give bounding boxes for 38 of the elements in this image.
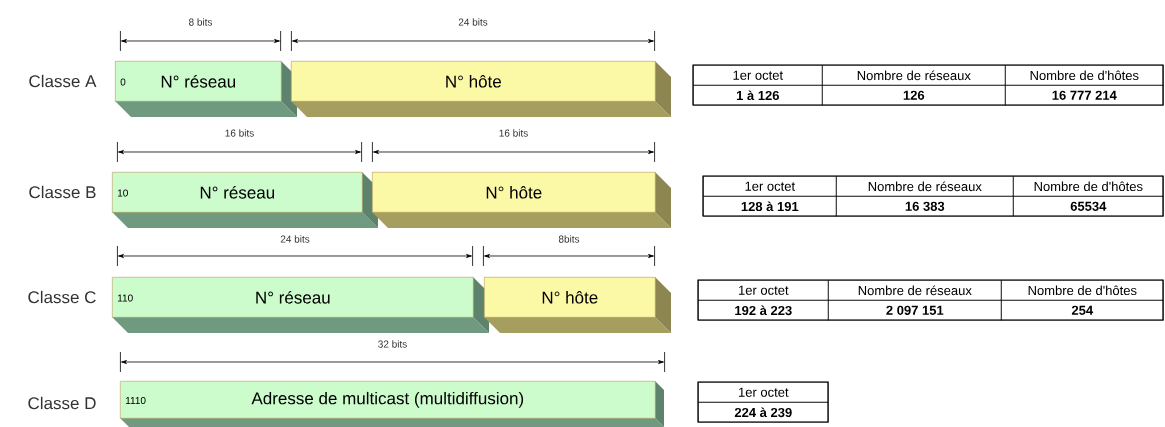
label: 1er octet (745, 181, 795, 191)
table-cell: Nombre de réseaux (836, 176, 1014, 197)
class-label: Classe A (29, 74, 97, 88)
table-cell: 16 777 214 (1005, 85, 1164, 106)
bit-field-bar: 110 N° réseau (112, 277, 489, 333)
table-cell: 16 383 (836, 196, 1014, 217)
class-label: Classe C (28, 290, 96, 304)
table-cell: 254 (1001, 300, 1164, 321)
table-cell: 224 à 239 (698, 402, 829, 423)
table-cell: Nombre de réseaux (822, 65, 1006, 86)
table-cell: Nombre de réseaux (828, 280, 1002, 301)
table-cell: Nombre de d'hôtes (1013, 176, 1164, 197)
table-cell: 128 à 191 (703, 196, 837, 217)
table-cell: Nombre de d'hôtes (1001, 280, 1164, 301)
label: 1er octet (739, 285, 789, 295)
table-cell: 65534 (1013, 196, 1164, 217)
dimension-label: 16 bits (499, 129, 528, 137)
dimension-label: 32 bits (378, 340, 407, 348)
bit-field-bar: N° hôte (372, 172, 671, 228)
dimension-label: 24 bits (458, 18, 488, 26)
table-cell: 192 à 223 (698, 300, 829, 321)
table-cell: 126 (822, 85, 1006, 106)
bit-field-bar: N° hôte (291, 61, 671, 117)
class-label: Classe B (29, 185, 96, 199)
dimension-label: 24 bits (280, 235, 310, 243)
dimension-label: 16 bits (225, 129, 254, 137)
dimension-label: 8bits (558, 235, 580, 243)
bit-field-bar: 0 N° réseau (115, 61, 297, 117)
table-cell: 1 à 126 (693, 85, 823, 106)
class-label: Classe D (28, 396, 96, 410)
bit-field-bar: 1110 Adresse de multicast (multidiffusion) (120, 381, 664, 427)
table-cell: 2 097 151 (828, 300, 1002, 321)
bit-field-bar: 10 N° réseau (112, 172, 378, 228)
table-cell: Nombre de d'hôtes (1005, 65, 1164, 86)
label: 1er octet (733, 70, 783, 80)
bit-field-bar: N° hôte (484, 277, 671, 333)
label: 1er octet (739, 387, 789, 397)
dimension-label: 8 bits (189, 18, 213, 26)
